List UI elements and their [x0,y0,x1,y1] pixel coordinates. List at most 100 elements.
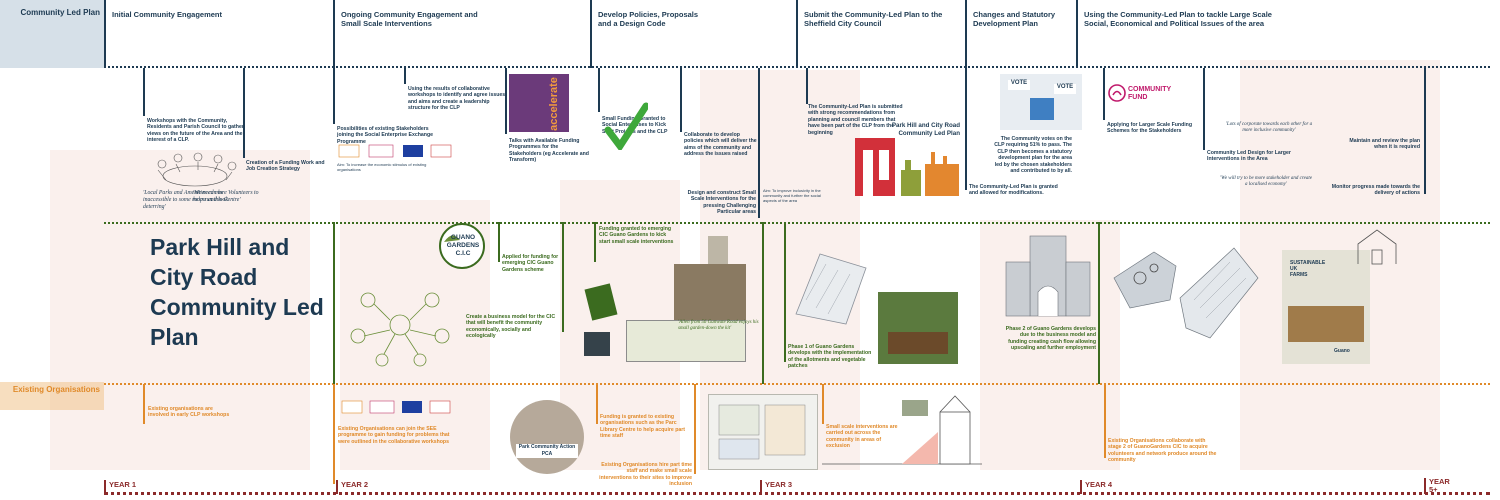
note-funding-work: Creation of a Funding Work and Job Creat… [246,160,325,173]
raised-bed [888,332,948,354]
small-interventions-collage [582,236,758,366]
year-label-2: YEAR 2 [341,480,369,489]
year-label-1: YEAR 1 [109,480,137,489]
planter-bed [1288,306,1364,342]
note-monitor: Monitor progress made towards the delive… [1331,184,1420,197]
phase-title-2: Ongoing Community Engagement and Small S… [341,10,478,28]
year-tick [1080,480,1082,494]
floor-plan [708,394,818,470]
note-granted: The Community-Led Plan is granted and al… [969,184,1058,197]
event-stem [505,68,507,134]
quote-allen: 'Allen from 56 Gunwate Road enjoys his s… [678,320,759,331]
note-maintain: Maintain and review the plan when it is … [1349,138,1420,151]
year-tick [336,480,338,494]
park-hill-illustration [853,130,963,200]
note-collab-stage2: Existing Organisations collaborate with … [1108,438,1217,464]
event-stem [965,68,967,190]
community-fund-text: COMMUNITY FUND [1128,86,1172,101]
guano-text: Guano [1334,348,1350,354]
phase-divider [333,0,335,68]
note-join-see: Existing Organisations can join the SEE … [338,426,450,445]
year-tick [760,480,762,494]
note-business-model: Create a business model for the CIC that… [466,314,556,340]
community-lane-band [0,0,104,68]
sign-line-3: FARMS [1290,272,1308,278]
note-talks: Talks with Available Funding Programmes … [509,138,589,164]
phase1-site-plan [786,244,876,328]
checkmark-icon [604,102,648,150]
event-stem [243,68,245,158]
note-applied: Applied for funding for emerging CIC Gua… [502,254,559,273]
green-stem [762,222,764,384]
sign-line-2: UK [1290,266,1298,272]
birdhouse [708,236,728,264]
partner-logos [337,142,455,160]
green-stem [594,222,596,262]
note-design-construct: Design and construct Small Scale Interve… [687,190,756,216]
event-stem [680,68,682,132]
pca-label: Park Community Action PCA [516,444,578,458]
event-stem [1203,68,1205,150]
note-stakeholders-aim: Aim: To increase the economic stimulus o… [337,162,427,172]
existing-lane-divider [104,383,1490,385]
event-stem [1424,68,1426,194]
phase-title-4: Submit the Community-Led Plan to the She… [804,10,943,28]
green-sign-1 [584,283,618,321]
phase-divider [590,0,592,68]
note-larger-funding: Applying for Larger Scale Funding Scheme… [1107,122,1193,135]
sustainable-farm-render: SUSTAINABLE UK FARMS Guano [1282,250,1370,364]
clp-label: Park Hill and City Road Community Led Pl… [891,122,960,137]
note-collab-results: Using the results of collaborative works… [408,86,506,112]
note-funding-existing: Funding is granted to existing organisat… [600,414,686,440]
main-title: Park Hill and City Road Community Led Pl… [150,234,324,350]
event-stem [758,68,760,218]
orange-stem [1104,384,1106,458]
pca-photo: Park Community Action PCA [510,400,584,474]
note-small-scale: Small scale interventions are carried ou… [826,424,898,450]
guano-gardens-logo: GUANO GARDENS C.I.C [430,222,494,270]
guano-logo-text: GUANO GARDENS C.I.C [446,234,480,257]
note-larger-design: Community Led Design for Larger Interven… [1207,150,1291,163]
green-stem [498,222,500,262]
phase-title-6: Using the Community-Led Plan to tackle L… [1084,10,1272,28]
community-fund-logo: COMMUNITY FUND [1106,80,1184,106]
event-stem [404,68,406,84]
event-stem [1103,68,1105,120]
note-collaborate: Collaborate to develop policies which wi… [684,132,757,158]
sign-line-1: SUSTAINABLE [1290,260,1326,266]
accelerate-brand-text: accelerate [548,77,561,131]
quote-stakeholder: 'We will try to be more stakeholder and … [1220,176,1312,187]
phase2-building-drawing [1000,232,1096,320]
vote-sign-2: VOTE [1054,84,1076,94]
phase-title-3: Develop Policies, Proposals and a Design… [598,10,699,28]
green-stem [333,222,335,384]
note-phase2: Phase 2 of Guano Gardens develops due to… [1005,326,1096,352]
note-votes: The Community votes on the CLP requiring… [994,136,1072,175]
orange-stem [822,384,824,424]
quote-volunteers: 'We need more Volunteers to help run thi… [193,190,259,203]
mid-lane-divider [104,222,1490,224]
background-silhouette [50,150,310,470]
event-stem [806,68,808,104]
timeline-axis [104,492,1490,495]
site-section-drawing [822,392,982,470]
year-tick [1424,478,1426,494]
existing-lane-band [0,382,104,410]
note-workshops: Workshops with the Community, Residents … [147,118,244,144]
farm-sign: SUSTAINABLE UK FARMS [1290,260,1330,288]
green-stem [562,222,564,332]
note-granted-cic: Funding granted to emerging CIC Guano Ga… [599,226,674,245]
accelerate-photo: accelerate [509,74,569,132]
ballot-box [1030,98,1054,120]
year-label-3: YEAR 3 [765,480,793,489]
phase-divider [796,0,798,68]
phase-divider [1076,0,1078,68]
event-stem [598,68,600,112]
vote-illustration: VOTE VOTE [1000,74,1082,130]
phase-title-5: Changes and Statutory Development Plan [973,10,1056,28]
green-stem [784,222,786,362]
phase-divider [104,0,106,68]
phase-title-1: Initial Community Engagement [112,10,223,19]
bottom-partner-logos [340,398,452,416]
quote-local-parks: 'Local Parks and Amenities can be inacce… [143,190,228,210]
